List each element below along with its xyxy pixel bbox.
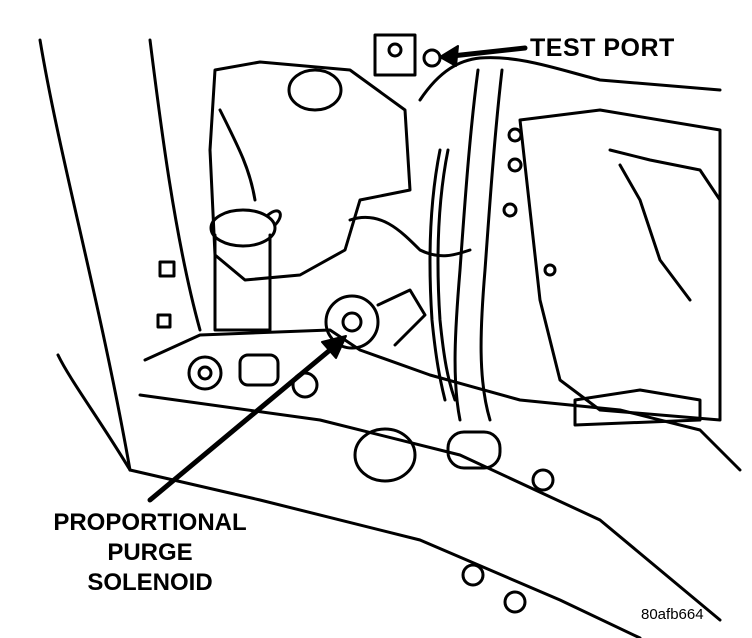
arrowhead-solenoid xyxy=(321,335,347,359)
label-solenoid-line-1: PROPORTIONAL xyxy=(53,509,247,536)
filler-neck xyxy=(213,233,272,332)
mounting-bracket xyxy=(143,328,742,472)
rail-slot xyxy=(446,430,502,470)
arrowhead-test-port xyxy=(439,45,459,67)
upper-line xyxy=(418,56,722,102)
vacuum-line xyxy=(348,215,472,258)
figure-reference: 80afb664 xyxy=(641,606,704,623)
engine-bolt-3 xyxy=(502,202,518,218)
solenoid-connector xyxy=(376,288,427,347)
fender-slot-upper xyxy=(158,260,176,278)
reservoir-cap xyxy=(287,68,343,112)
engine-cylinder xyxy=(573,388,702,427)
engine-bolt-4 xyxy=(543,263,557,277)
rail-hole-large xyxy=(353,427,417,483)
crossmember-inner xyxy=(128,468,642,638)
fender-inner xyxy=(148,38,202,332)
engine-bolt-1 xyxy=(507,127,523,143)
engine-bolt-2 xyxy=(507,157,523,173)
bracket-bolt-left xyxy=(197,365,213,381)
fender-lip xyxy=(56,353,132,472)
line-thin-1 xyxy=(428,148,447,402)
leader-solenoid xyxy=(147,347,333,503)
bracket-hole-left xyxy=(187,355,223,391)
fender-edge xyxy=(38,38,132,472)
test-port-bracket xyxy=(373,33,417,77)
solenoid-body xyxy=(324,294,380,350)
right-tube xyxy=(608,148,722,302)
reservoir-ridge xyxy=(218,108,257,202)
label-test-port: TEST PORT xyxy=(530,34,675,62)
engine-block xyxy=(518,108,722,422)
hose-main-right xyxy=(479,68,504,422)
label-solenoid-line-3: SOLENOID xyxy=(87,569,213,596)
rail-hole-bottom xyxy=(503,590,527,614)
right-tube-2 xyxy=(618,163,692,302)
crossmember xyxy=(138,393,722,622)
line-thin-2 xyxy=(436,148,457,402)
leader-test-port xyxy=(449,45,528,59)
hose-main-left xyxy=(453,68,480,422)
filler-cap-top xyxy=(209,208,277,248)
test-port-fitting xyxy=(422,48,442,68)
bracket-slot xyxy=(238,353,280,387)
label-solenoid-line-2: PURGE xyxy=(107,539,193,566)
filler-cap-strap xyxy=(266,209,282,227)
test-port-bolt xyxy=(387,42,403,58)
rail-bolt-right xyxy=(531,468,555,492)
label-proportional-purge-solenoid: PROPORTIONAL PURGE SOLENOID xyxy=(36,508,264,598)
fender-slot-lower xyxy=(156,313,172,329)
rail-bolt-bottom xyxy=(461,563,485,587)
solenoid-center xyxy=(341,311,363,333)
